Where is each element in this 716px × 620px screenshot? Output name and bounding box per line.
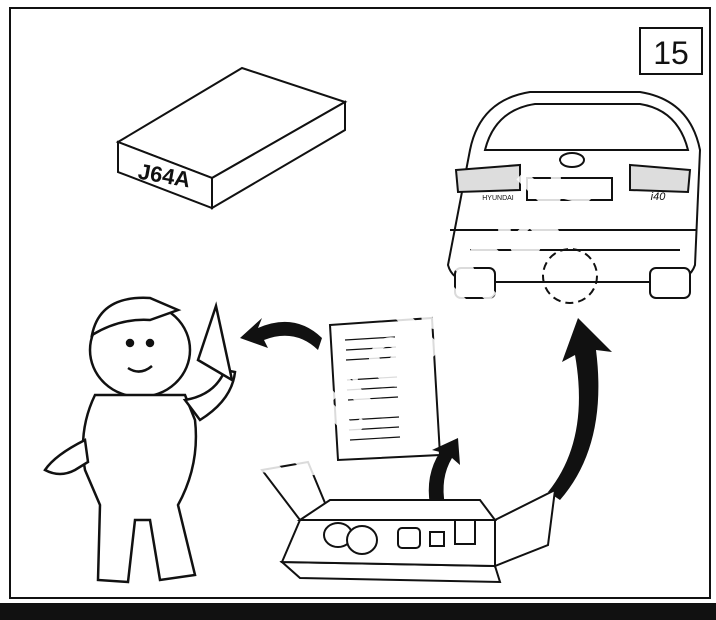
- box-icon: J64A: [115, 66, 348, 210]
- step-number: 15: [653, 35, 689, 71]
- mechanic-figure-icon: [43, 296, 237, 584]
- towbar-location-marker: [542, 248, 598, 304]
- car-brand-badge: HYUNDAI: [482, 195, 514, 202]
- step-number-box: 15: [639, 27, 703, 75]
- car-model-badge: i40: [651, 191, 667, 203]
- parts-box-icon: [260, 460, 557, 584]
- bottom-bar: [0, 603, 716, 620]
- car-rear-icon: HYUNDAI i40: [446, 91, 702, 304]
- curved-arrow-icon: [240, 318, 612, 505]
